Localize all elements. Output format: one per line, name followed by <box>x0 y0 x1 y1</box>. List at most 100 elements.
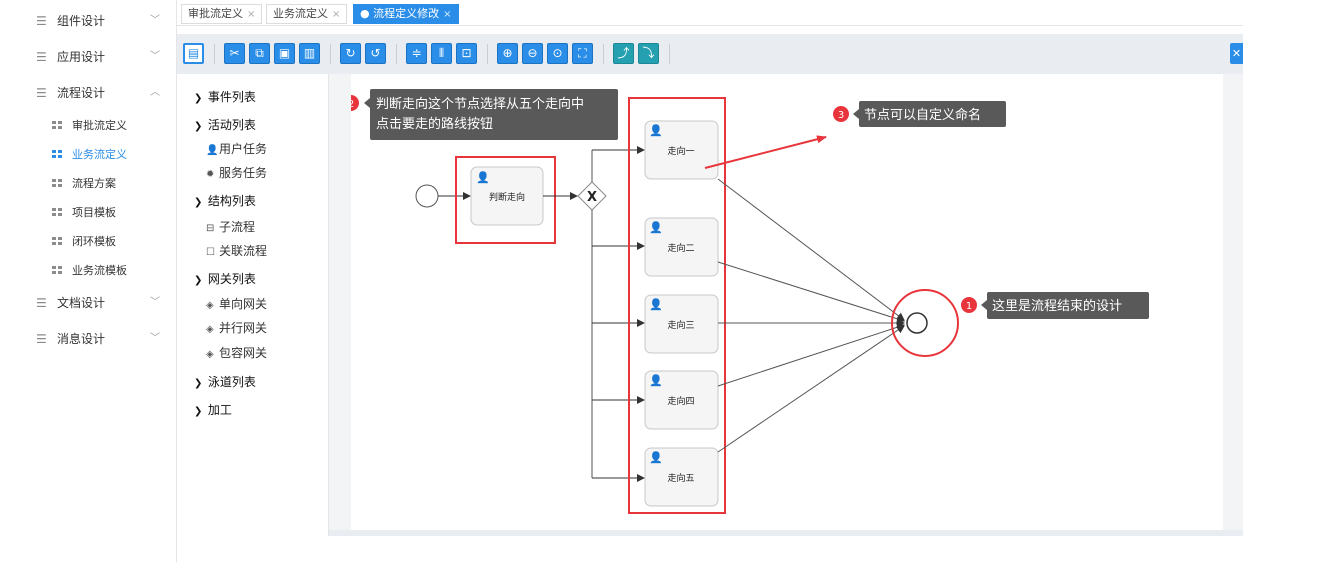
user-icon: 👤 <box>476 171 490 184</box>
tab-approval-flow[interactable]: 审批流定义× <box>181 4 263 24</box>
sliders-icon: ☰ <box>36 86 47 100</box>
exclusive-gateway[interactable]: X <box>577 181 607 211</box>
horizontal-scrollbar[interactable] <box>329 530 1243 536</box>
zoom-out-icon[interactable]: ⊖ <box>522 43 543 64</box>
user-icon: 👤 <box>206 145 219 156</box>
save-icon[interactable]: ▤ <box>183 43 204 64</box>
palette-parallel-gateway[interactable]: ◈并行网关 <box>206 319 267 336</box>
gateway-symbol: X <box>587 190 597 205</box>
nav-item-business-flow-template[interactable]: 业务流模板 <box>0 256 176 285</box>
close-icon[interactable]: × <box>247 9 256 20</box>
task-branch-4[interactable]: 👤 走向四 <box>644 370 719 430</box>
chevron-down-icon: ﹀ <box>150 297 160 308</box>
palette-gateway-list[interactable]: ❯ 网关列表 <box>194 270 256 287</box>
palette-item-label: 包容网关 <box>219 346 268 360</box>
palette-heading: 泳道列表 <box>207 375 256 389</box>
palette-linked-process[interactable]: ☐ 关联流程 <box>206 242 267 259</box>
redo-icon[interactable]: ↻ <box>340 43 361 64</box>
palette-subprocess[interactable]: ⊟子流程 <box>206 218 255 235</box>
chevron-right-icon: ❯ <box>194 378 203 389</box>
tab-business-flow[interactable]: 业务流定义× <box>266 4 348 24</box>
chevron-up-icon: ︿ <box>150 87 160 98</box>
align-horizontal-icon[interactable]: ⫴ <box>431 43 452 64</box>
element-palette: ❯ 事件列表 ❯ 活动列表 👤用户任务 ✹服务任务 ❯ 结构列表 ⊟子流程 ☐ 关… <box>177 74 329 536</box>
nav-group-label: 应用设计 <box>57 50 106 64</box>
sequence-flow[interactable] <box>717 178 905 321</box>
inclusive-gateway-icon: ◈ <box>206 349 214 360</box>
chevron-right-icon: ❯ <box>194 93 203 104</box>
close-icon[interactable]: × <box>332 9 341 20</box>
task-branch-5[interactable]: 👤 走向五 <box>644 447 719 507</box>
cut-icon[interactable]: ✂ <box>224 43 245 64</box>
palette-structure-list[interactable]: ❯ 结构列表 <box>194 192 256 209</box>
palette-item-label: 单向网关 <box>219 297 268 311</box>
nav-item-approval-flow[interactable]: 审批流定义 <box>0 111 176 140</box>
palette-event-list[interactable]: ❯ 事件列表 <box>194 88 256 105</box>
tab-process-edit[interactable]: ● 流程定义修改× <box>353 4 459 24</box>
nav-group-label: 流程设计 <box>57 86 106 100</box>
chevron-down-icon: ﹀ <box>150 15 160 26</box>
palette-heading: 加工 <box>207 403 232 417</box>
nav-group-label: 消息设计 <box>57 332 106 346</box>
task-branch-2[interactable]: 👤 走向二 <box>644 217 719 277</box>
group-icon[interactable]: ⊡ <box>456 43 477 64</box>
task-label: 走向五 <box>667 472 694 484</box>
task-branch-3[interactable]: 👤 走向三 <box>644 294 719 354</box>
square-icon: ☐ <box>206 247 215 258</box>
fit-screen-icon[interactable]: ⛶ <box>572 43 593 64</box>
delete-icon[interactable]: ▥ <box>299 43 320 64</box>
parallel-gateway-icon: ◈ <box>206 324 214 335</box>
sequence-flow[interactable] <box>717 323 905 387</box>
palette-exclusive-gateway[interactable]: ◈ 单向网关 <box>206 295 267 312</box>
start-event[interactable] <box>415 184 439 208</box>
user-icon: 👤 <box>649 298 663 311</box>
zoom-in-icon[interactable]: ⊕ <box>497 43 518 64</box>
nav-group-app-design[interactable]: ☰ 应用设计 ﹀ <box>0 39 176 75</box>
nav-item-business-flow[interactable]: 业务流定义 <box>0 140 176 169</box>
palette-service-task[interactable]: ✹服务任务 <box>206 164 267 181</box>
palette-heading: 活动列表 <box>207 118 256 132</box>
palette-swimlane-list[interactable]: ❯ 泳道列表 <box>194 373 256 390</box>
nav-item-project-template[interactable]: 项目模板 <box>0 198 176 227</box>
reconnect-icon[interactable]: ⤵ <box>638 43 659 64</box>
sequence-flow[interactable] <box>717 325 905 453</box>
dot-icon: ● <box>360 7 374 20</box>
zoom-reset-icon[interactable]: ⊙ <box>547 43 568 64</box>
close-icon[interactable]: × <box>443 9 452 20</box>
nav-item-label: 审批流定义 <box>72 119 127 132</box>
paste-icon[interactable]: ▣ <box>274 43 295 64</box>
palette-item-label: 关联流程 <box>219 244 268 258</box>
copy-icon[interactable]: ⧉ <box>249 43 270 64</box>
chevron-down-icon: ❯ <box>194 197 203 208</box>
undo-icon[interactable]: ↺ <box>365 43 386 64</box>
task-branch-1[interactable]: 👤 走向一 <box>644 120 719 180</box>
connect-icon[interactable]: ⤴ <box>613 43 634 64</box>
user-icon: 👤 <box>649 374 663 387</box>
palette-processing[interactable]: ❯ 加工 <box>194 401 232 418</box>
sliders-icon: ☰ <box>36 14 47 28</box>
palette-activity-list[interactable]: ❯ 活动列表 <box>194 116 256 133</box>
palette-inclusive-gateway[interactable]: ◈ 包容网关 <box>206 344 267 361</box>
align-vertical-icon[interactable]: ≑ <box>406 43 427 64</box>
left-nav: ☰ 组件设计 ﹀ ☰ 应用设计 ﹀ ☰ 流程设计 ︿ 审批流定义 业务流定义 流… <box>0 0 177 562</box>
sliders-icon: ☰ <box>36 50 47 64</box>
highlight-box <box>455 156 556 244</box>
nav-item-process-plan[interactable]: 流程方案 <box>0 169 176 198</box>
task-decision[interactable]: 👤 判断走向 <box>470 166 544 226</box>
end-event[interactable] <box>906 312 928 334</box>
task-label: 走向三 <box>667 319 694 331</box>
exclusive-gateway-icon: ◈ <box>206 300 214 311</box>
nav-group-message-design[interactable]: ☰ 消息设计 ﹀ <box>0 321 176 357</box>
diagram-canvas[interactable]: 👤 判断走向 X <box>343 74 1223 531</box>
highlight-box <box>628 97 726 514</box>
user-icon: 👤 <box>649 221 663 234</box>
nav-group-document-design[interactable]: ☰ 文档设计 ﹀ <box>0 285 176 321</box>
nav-group-process-design[interactable]: ☰ 流程设计 ︿ <box>0 75 176 111</box>
palette-user-task[interactable]: 👤用户任务 <box>206 140 267 157</box>
sequence-flow[interactable] <box>717 261 905 323</box>
canvas-area: 👤 判断走向 X <box>329 74 1243 536</box>
nav-group-component-design[interactable]: ☰ 组件设计 ﹀ <box>0 3 176 39</box>
close-panel-icon[interactable]: ✕ <box>1230 43 1243 64</box>
nav-item-closed-loop-template[interactable]: 闭环模板 <box>0 227 176 256</box>
